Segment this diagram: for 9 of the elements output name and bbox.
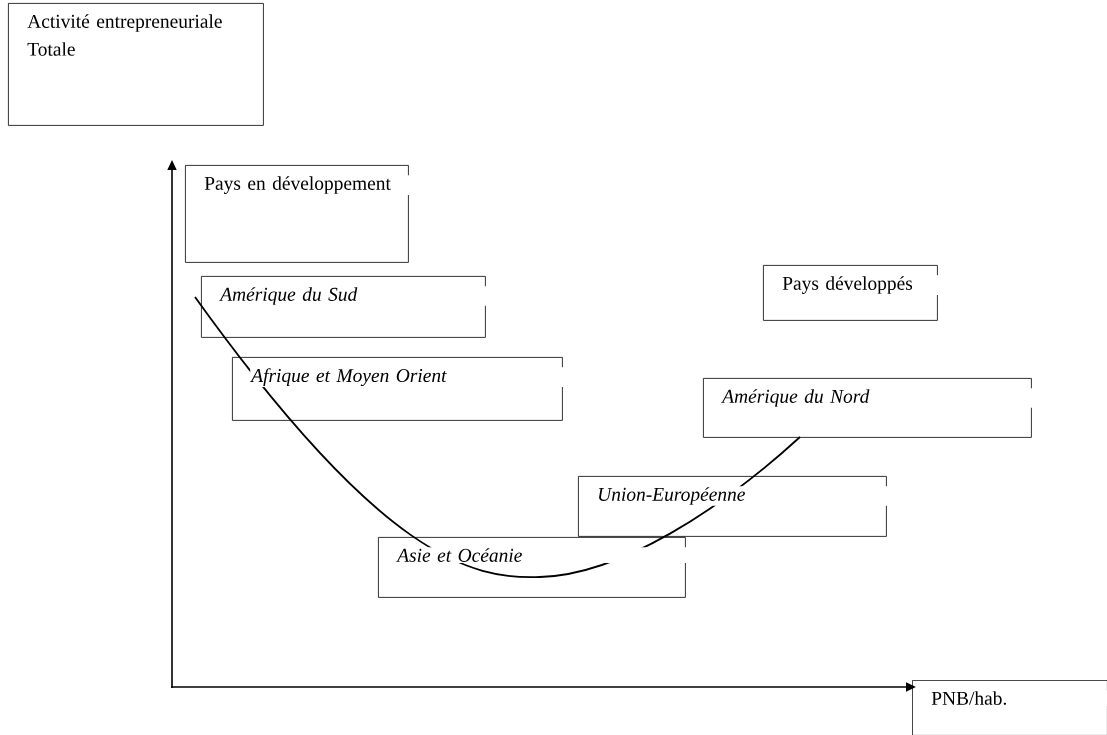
text-box: PNB/hab. bbox=[912, 680, 1107, 735]
text-box: Pays en développement bbox=[185, 165, 416, 263]
text-box: Pays développés bbox=[763, 265, 944, 321]
text-box: Union-Européenne bbox=[578, 476, 899, 537]
text-box: Amérique du Sud bbox=[201, 276, 492, 338]
text-box: Activité entrepreneuriale Totale bbox=[8, 3, 264, 126]
text-box: Amérique du Nord bbox=[703, 378, 1034, 438]
text-box: Asie et Océanie bbox=[378, 537, 699, 598]
text-box: Afrique et Moyen Orient bbox=[232, 357, 573, 421]
